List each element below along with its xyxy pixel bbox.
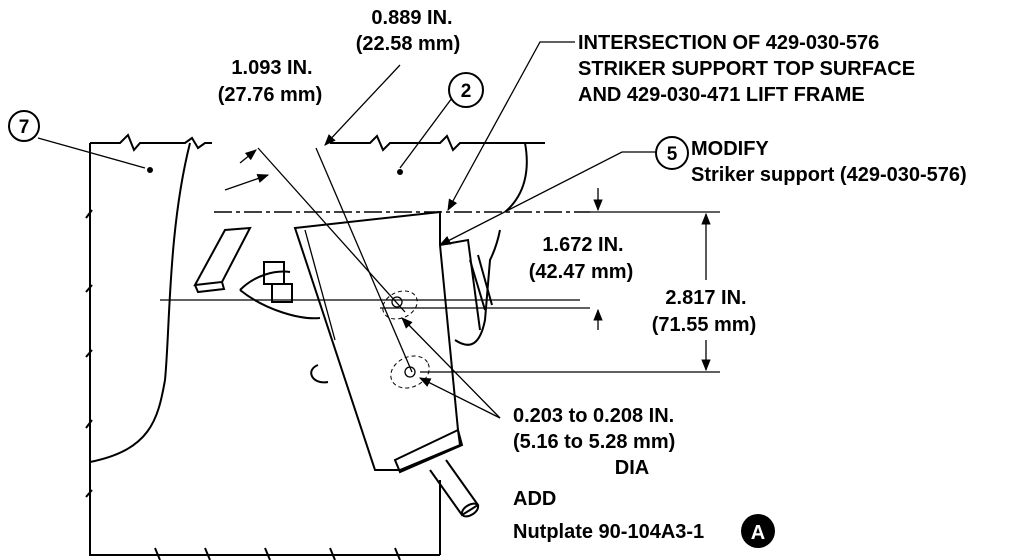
hole-dia-line1: 0.203 to 0.208 IN. <box>513 405 674 427</box>
dim-1093-in: 1.093 IN. <box>231 57 312 79</box>
callout-5: 5 <box>655 136 689 170</box>
modify-title: MODIFY <box>691 138 769 160</box>
leader-lines <box>37 41 656 419</box>
add-part: Nutplate 90-104A3-1 <box>513 521 704 543</box>
hole-features <box>257 147 720 389</box>
hole-dia-line3: DIA <box>615 457 649 479</box>
modify-part: Striker support (429-030-576) <box>691 164 967 186</box>
mounting-strap <box>160 229 580 384</box>
svg-text:A: A <box>751 522 765 544</box>
dim-1672-mm: (42.47 mm) <box>529 261 634 283</box>
dimension-lines <box>224 64 711 372</box>
right-frame-part <box>330 134 545 213</box>
svg-text:7: 7 <box>19 117 30 138</box>
dim-0889-in: 0.889 IN. <box>371 7 452 29</box>
callout-7: 7 <box>8 110 40 142</box>
dim-1093-mm: (27.76 mm) <box>218 84 323 106</box>
svg-text:2: 2 <box>461 81 472 102</box>
intersection-note-line1: INTERSECTION OF 429-030-576 <box>578 32 879 54</box>
dim-0889-mm: (22.58 mm) <box>356 33 461 55</box>
intersection-note-line3: AND 429-030-471 LIFT FRAME <box>578 84 865 106</box>
callout-2: 2 <box>448 72 484 108</box>
callout-a-badge: A <box>741 514 775 548</box>
left-frame-part <box>85 133 441 560</box>
intersection-note-line2: STRIKER SUPPORT TOP SURFACE <box>578 58 915 80</box>
add-title: ADD <box>513 488 556 510</box>
hole-dia-line2: (5.16 to 5.28 mm) <box>513 431 675 453</box>
bracket-piece <box>193 226 252 294</box>
striker-support <box>293 210 481 518</box>
dim-2817-in: 2.817 IN. <box>665 287 746 309</box>
svg-text:5: 5 <box>667 144 678 165</box>
dim-2817-mm: (71.55 mm) <box>652 314 757 336</box>
dim-1672-in: 1.672 IN. <box>542 234 623 256</box>
